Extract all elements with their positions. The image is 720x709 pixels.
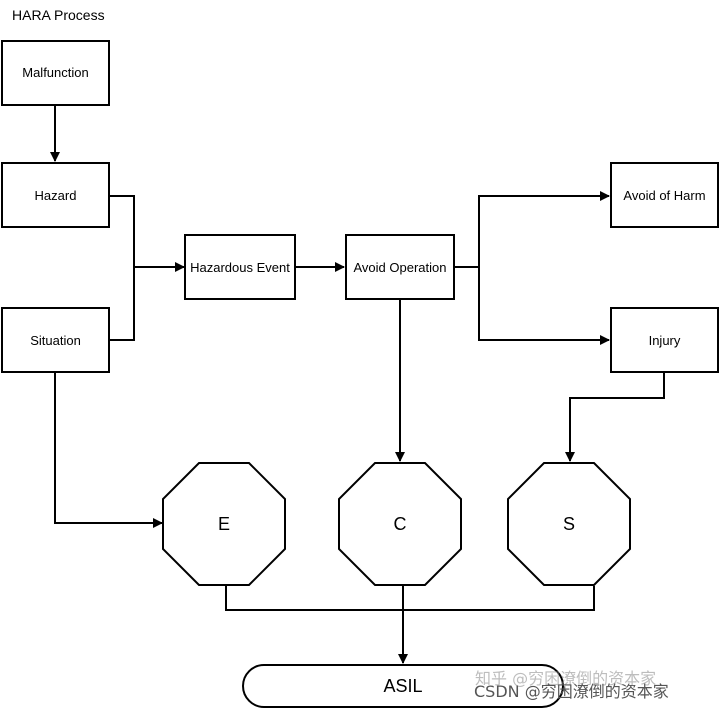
node-hazardous-event: Hazardous Event — [184, 234, 296, 300]
edge-avoid-operation-injury — [478, 267, 610, 345]
node-asil: ASIL — [242, 664, 564, 708]
node-hazardous-event-label: Hazardous Event — [190, 260, 290, 275]
node-hazard: Hazard — [1, 162, 110, 228]
node-avoid-operation-label: Avoid Operation — [354, 260, 447, 275]
node-situation: Situation — [1, 307, 110, 373]
node-situation-label: Situation — [30, 333, 81, 348]
node-avoid-of-harm-label: Avoid of Harm — [623, 188, 705, 203]
node-malfunction: Malfunction — [1, 40, 110, 106]
node-injury: Injury — [610, 307, 719, 373]
edge-situation-e — [54, 372, 163, 528]
node-malfunction-label: Malfunction — [22, 65, 88, 80]
edge-esc-merge — [225, 586, 595, 611]
edge-hazard-situation-join — [109, 195, 135, 341]
node-asil-label: ASIL — [383, 676, 422, 696]
diagram-title: HARA Process — [12, 7, 105, 23]
watermark-csdn: CSDN @穷困潦倒的资本家 — [474, 682, 669, 701]
node-s-octagon: S — [507, 462, 631, 586]
edge-injury-s — [565, 372, 665, 462]
watermark-zhihu: 知乎 @穷困潦倒的资本家 — [475, 669, 656, 688]
node-e-octagon: E — [162, 462, 286, 586]
node-c-label: C — [394, 514, 407, 534]
node-s-label: S — [563, 514, 575, 534]
node-avoid-operation: Avoid Operation — [345, 234, 455, 300]
node-e-label: E — [218, 514, 230, 534]
node-avoid-of-harm: Avoid of Harm — [610, 162, 719, 228]
node-hazard-label: Hazard — [35, 188, 77, 203]
node-c-octagon: C — [338, 462, 462, 586]
edge-avoid-operation-avoid-of-harm — [478, 191, 610, 267]
node-injury-label: Injury — [649, 333, 681, 348]
